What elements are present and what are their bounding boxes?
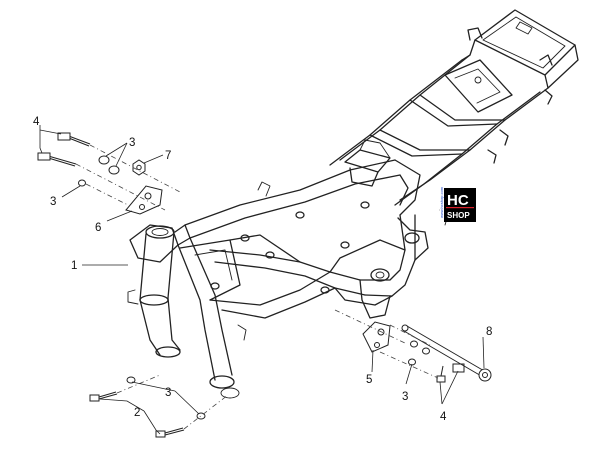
callout-3-lower-front: 3: [165, 387, 171, 399]
callout-4-lower: 4: [440, 411, 447, 423]
callout-3-upper-left: 3: [50, 196, 56, 208]
logo-side-text: www.hcshop.com: [439, 186, 444, 218]
callout-3-upper-right: 3: [129, 137, 135, 149]
washer-upper: [78, 155, 120, 187]
callout-6: 6: [95, 222, 101, 234]
bolt-lower-front: [89, 391, 185, 438]
callout-7: 7: [165, 150, 171, 162]
pivot-shaft: [401, 324, 492, 382]
callout-3-lower-rear: 3: [402, 391, 408, 403]
logo-hc-text: HC: [447, 192, 469, 209]
callout-1: 1: [71, 260, 77, 272]
callout-4-upper: 4: [33, 116, 40, 128]
bracket-plate-lower: [362, 321, 391, 353]
callout-numbers: 4 3 7 3 6 1 3 2 5 3 4 8: [33, 116, 492, 423]
bracket-plate-upper: [125, 185, 163, 215]
assembly-axes: [75, 144, 439, 430]
washer-lower-front: [126, 376, 206, 420]
hc-shop-logo: www.hcshop.com HC SHOP: [439, 186, 476, 222]
bolt-lower-rear: [436, 363, 465, 383]
callout-2: 2: [134, 407, 140, 419]
washer-lower-rear: [408, 340, 430, 366]
logo-shop-text: SHOP: [447, 211, 470, 220]
callout-8: 8: [486, 326, 492, 338]
leader-lines: [39, 125, 485, 435]
nut-upper: [132, 159, 146, 176]
bolt-upper-right: [57, 132, 91, 147]
callout-5: 5: [366, 374, 372, 386]
bolt-upper-left: [37, 152, 77, 167]
motorcycle-frame: [127, 9, 579, 399]
